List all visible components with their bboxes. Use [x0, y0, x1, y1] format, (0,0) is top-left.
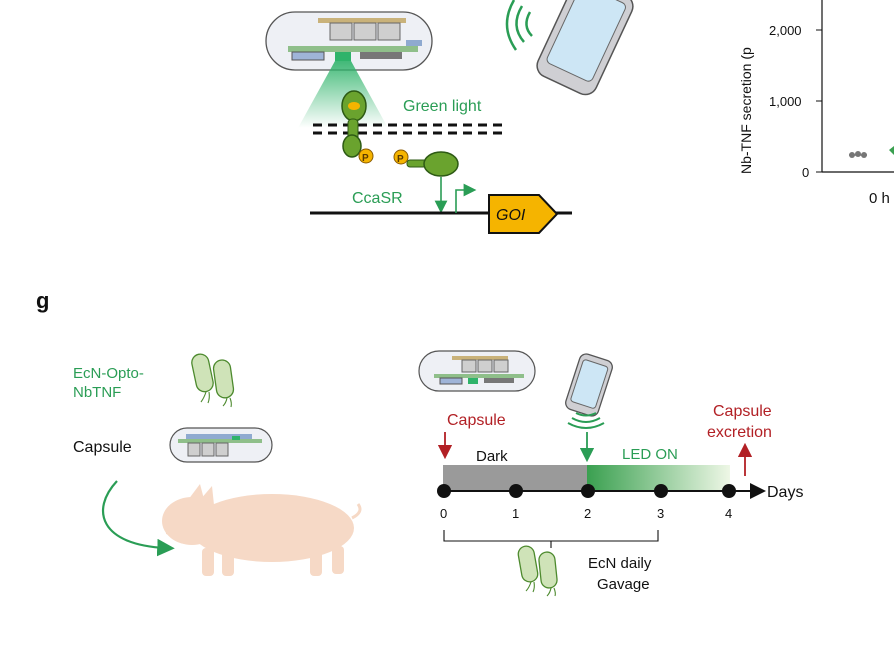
pig-icon	[162, 484, 362, 576]
capsule-dose-label: Capsule	[447, 412, 506, 429]
capsule-icon-left	[169, 427, 273, 463]
ecn-label-line1: EcN-Opto-	[73, 365, 144, 382]
ccar-regulator-icon: P	[393, 149, 459, 177]
chart-y-axis-label: Nb-TNF secretion (p	[738, 47, 754, 174]
day-tick-2: 2	[584, 506, 591, 521]
day-tick-0: 0	[440, 506, 447, 521]
capsule-device-top	[265, 11, 433, 71]
y-tick-1000: 1,000	[769, 94, 802, 109]
svg-text:GOI: GOI	[496, 207, 526, 224]
day-marker	[654, 484, 668, 498]
ccasr-label: CcaSR	[352, 190, 403, 207]
data-point	[855, 151, 861, 157]
phospho-badge: P	[358, 148, 374, 164]
day-marker	[722, 484, 736, 498]
day-marker	[581, 484, 595, 498]
green-light-label: Green light	[403, 98, 482, 115]
x-tick-0h: 0 h	[869, 190, 890, 207]
capsule-icon-timeline	[418, 350, 536, 392]
svg-text:P: P	[362, 153, 369, 164]
day-tick-1: 1	[512, 506, 519, 521]
capsule-excretion-line2: excretion	[707, 424, 772, 441]
promoter-arrow	[455, 183, 477, 213]
days-label: Days	[767, 484, 803, 501]
ecn-label-line2: NbTNF	[73, 384, 121, 401]
smartphone-icon	[536, 0, 634, 96]
administration-arrow	[101, 480, 175, 557]
wireless-signal-icon	[505, 0, 533, 51]
y-tick-2000: 2,000	[769, 23, 802, 38]
day-tick-4: 4	[725, 506, 732, 521]
bacteria-icon	[191, 353, 235, 408]
smartphone-icon-timeline	[565, 353, 613, 417]
day-marker	[437, 484, 451, 498]
goi-gene-block: GOI	[488, 194, 559, 234]
wireless-signal-icon-timeline	[567, 412, 605, 429]
ccas-sensor-icon	[341, 90, 367, 158]
bacteria-icon-gavage	[517, 545, 558, 597]
y-tick-0: 0	[802, 165, 809, 180]
day-marker	[509, 484, 523, 498]
dark-label: Dark	[476, 448, 508, 465]
secretion-chart-partial: Nb-TNF secretion (p 2,000 1,000 0 0 h	[738, 0, 894, 207]
capsule-excretion-line1: Capsule	[713, 403, 772, 420]
light-beam	[298, 61, 388, 128]
data-point	[889, 146, 894, 155]
panel-label-g: g	[36, 288, 49, 313]
svg-text:P: P	[397, 154, 404, 165]
led-on-label: LED ON	[622, 446, 678, 463]
gavage-label-line1: EcN daily	[588, 555, 652, 572]
gavage-label-line2: Gavage	[597, 576, 650, 593]
day-tick-3: 3	[657, 506, 664, 521]
gavage-bracket	[443, 530, 659, 548]
capsule-label-left: Capsule	[73, 439, 132, 456]
